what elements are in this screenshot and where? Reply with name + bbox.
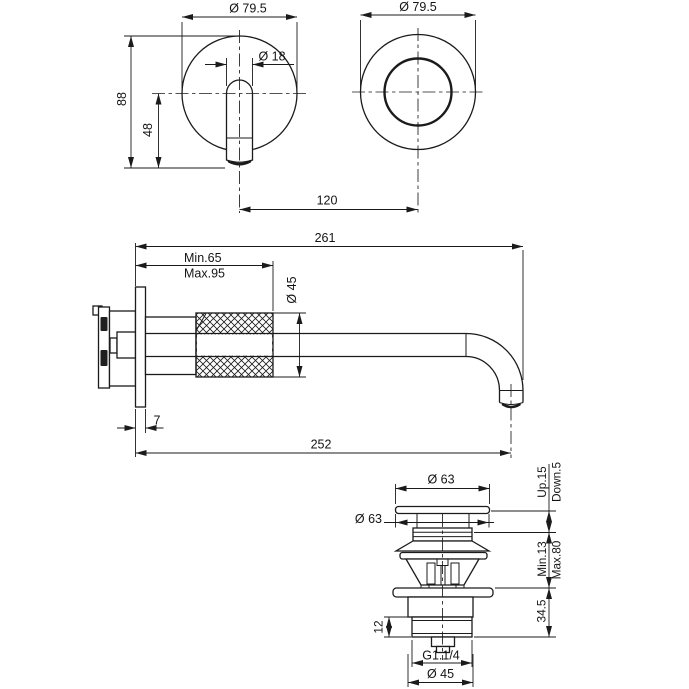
drain-tail-stub [430,636,456,648]
spout-side-view: 261 Min.65 Max.95 Ø 45 7 252 [92,231,524,458]
drain-cap [394,505,491,515]
dim-label-spout-drop: 48 [141,123,155,137]
spout-front-view: Ø 79.5 Ø 18 88 48 [115,2,306,213]
outlet-aerator-line [499,402,524,405]
brand-mark [100,350,108,366]
dim-label-overall-depth: 261 [315,231,336,245]
valve-stub-step [109,337,118,354]
spout-stub-outline [225,79,254,163]
drain-claw-slot [426,562,436,585]
drain-tail-stub-small [435,645,451,654]
spout-bend-outer [465,332,524,403]
outlet-tip-bold-arc [501,403,521,409]
dim-label-flange-diameter: Ø 63 [355,512,382,526]
dim-label-plate-height: 88 [115,92,129,106]
dim-label-travel-down: Down.5 [550,462,564,502]
dim-label-wall-max: Max.95 [184,267,225,281]
drain-basin-flange [392,587,494,598]
drain-body [407,596,474,618]
dim-label-handle-plate-diameter: Ø 79.5 [399,0,437,14]
dim-label-thread-size: G1.1/4 [422,649,460,663]
dim-label-thread-length: 12 [372,620,386,633]
dim-label-spout-reach: 252 [311,438,332,452]
spout-bend-inner [465,355,501,403]
drain-view: Ø 63 Ø 63 Up.15 Down.5 Min.13 Max.80 34.… [355,462,564,687]
dim-label-center-distance: 120 [317,194,338,208]
spout-sleeve [144,316,197,376]
dim-label-tail-diameter: Ø 45 [427,667,454,681]
dim-label-collar-diameter: Ø 45 [285,276,299,303]
handle-front-view: Ø 79.5 [352,0,486,213]
dim-label-wall-min: Min.65 [184,251,222,265]
drain-upper-flange [399,551,488,560]
center-distance-dim: 120 [239,194,418,213]
wall-plate [134,286,147,408]
dim-label-spout-diameter: Ø 18 [258,50,285,64]
dim-label-plate-thickness: 7 [154,414,161,428]
spout-tube-front-mask [197,334,272,356]
sleeve-chamfer [195,313,207,332]
dim-label-body-height: 34.5 [535,599,549,622]
dim-label-travel-up: Up.15 [535,466,549,498]
dim-label-front-plate-diameter: Ø 79.5 [229,2,267,16]
brand-mark [100,317,108,331]
dim-label-cap-diameter: Ø 63 [427,473,454,487]
valve-stub [116,331,137,359]
dim-label-deck-min: Min.13 [535,541,549,577]
dim-label-deck-max: Max.80 [550,540,564,579]
drain-claw-slot [450,562,460,585]
